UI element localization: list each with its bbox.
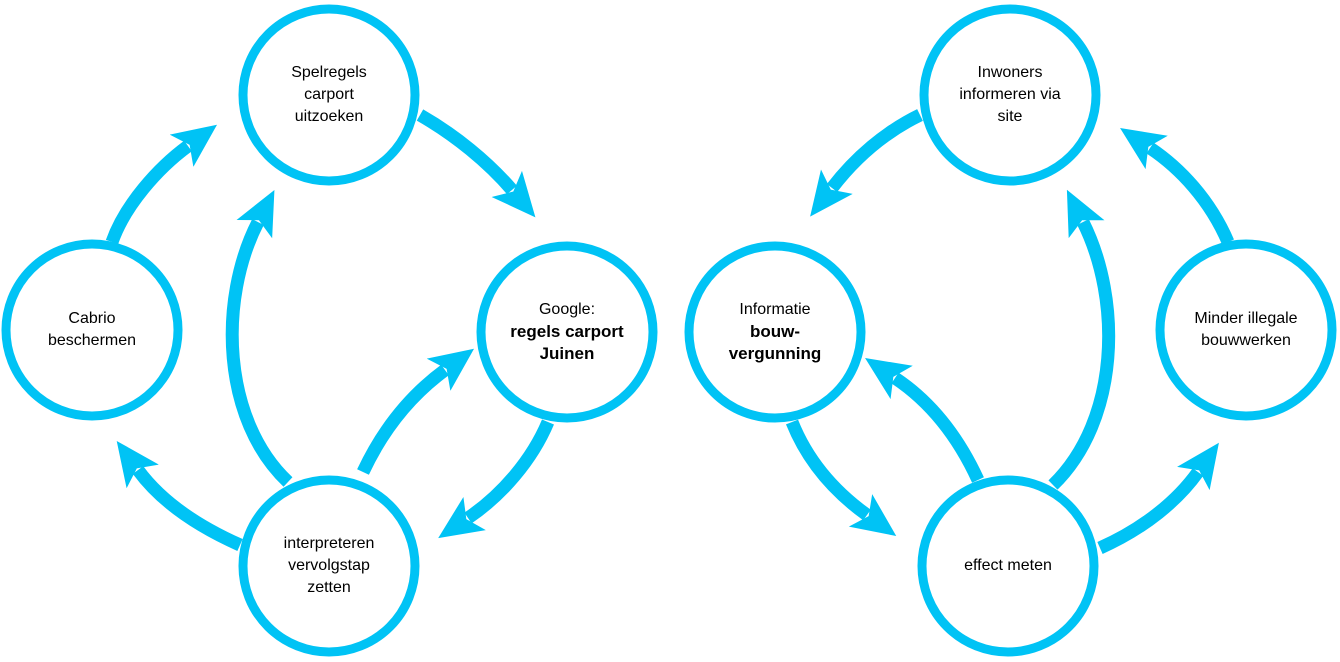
- label-line: Inwoners: [977, 64, 1043, 81]
- node-interpreteren: interpreteren vervolgstap zetten: [254, 511, 404, 621]
- node-minder-illegale: Minder illegale bouwwerken: [1168, 275, 1324, 385]
- arrow-spelregels-to-google: [416, 109, 536, 218]
- arrow-inwoners-to-informatie: [810, 109, 923, 217]
- arrow-effect-to-informatie: [865, 358, 984, 483]
- arrow-effect-to-minder: [1097, 442, 1219, 554]
- arrow-minder-to-inwoners: [1120, 128, 1234, 245]
- arrow-interpreteren-to-spelregels: [225, 189, 293, 487]
- arrow-interpreteren-to-cabrio: [116, 440, 243, 551]
- node-inwoners: Inwoners informeren via site: [930, 40, 1090, 150]
- arrow-cabrio-to-spelregels: [105, 124, 218, 245]
- arrow-effect-to-inwoners: [1048, 189, 1116, 490]
- label-line: effect meten: [964, 557, 1052, 574]
- node-circle-interpreteren: [238, 475, 420, 657]
- label-line: Spelregels: [291, 64, 367, 81]
- node-circle-spelregels: [238, 4, 420, 186]
- label-line: Informatie: [739, 301, 811, 318]
- label-line: vervolgstap: [288, 557, 370, 574]
- label-line: Cabrio: [68, 310, 116, 327]
- label-line: Google:: [538, 301, 596, 318]
- arrow-google-to-interpreteren: [438, 419, 554, 539]
- label-line: informeren via: [959, 86, 1061, 103]
- label-line: zetten: [307, 579, 351, 596]
- label-line: beschermen: [47, 332, 137, 349]
- label-line: interpreteren: [283, 535, 375, 552]
- node-spelregels-carport: Spelregels carport uitzoeken: [254, 40, 404, 150]
- label-line: bouwwerken: [1201, 332, 1291, 349]
- node-google-regels: Google: regels carport Juinen: [487, 277, 647, 387]
- label-line-bold: vergunning: [728, 344, 822, 363]
- label-line: carport: [304, 86, 354, 103]
- arrow-interpreteren-to-google: [357, 348, 475, 475]
- node-circle-cabrio: [1, 239, 183, 421]
- label-line: uitzoeken: [294, 108, 364, 125]
- label-line-bold: Juinen: [539, 344, 595, 363]
- node-circle-google: [476, 241, 658, 423]
- arrow-informatie-to-effect: [785, 419, 897, 537]
- label-line: site: [997, 108, 1023, 125]
- node-informatie: Informatie bouw- vergunning: [700, 277, 850, 387]
- node-circle-informatie: [684, 241, 866, 423]
- node-cabrio: Cabrio beschermen: [17, 275, 167, 385]
- label-line: Minder illegale: [1194, 310, 1298, 327]
- label-line-bold: bouw-: [749, 322, 801, 341]
- node-effect-meten: effect meten: [933, 511, 1083, 621]
- label-line-bold: regels carport: [510, 322, 624, 341]
- node-circle-minder: [1155, 239, 1337, 421]
- node-circle-effect: [917, 475, 1099, 657]
- node-circle-inwoners: [919, 4, 1101, 186]
